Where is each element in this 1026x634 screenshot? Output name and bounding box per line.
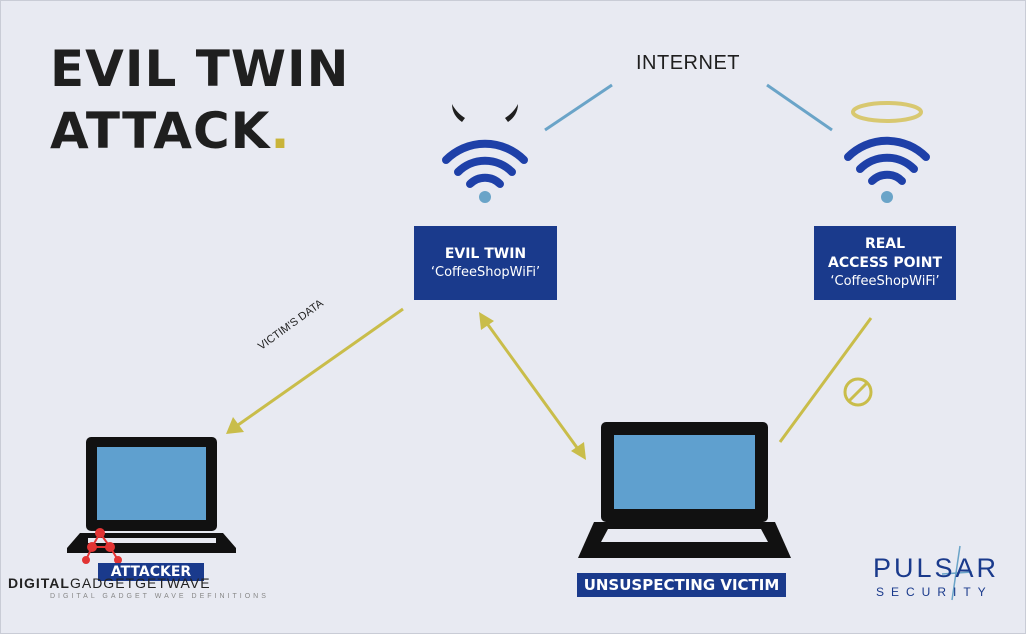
connection-arrow xyxy=(479,312,586,460)
real-ap-wifi-icon xyxy=(844,136,930,185)
halo-icon xyxy=(851,101,923,123)
diagram-title: EVIL TWIN ATTACK. xyxy=(50,38,349,162)
evil-twin-box: EVIL TWIN ‘CoffeeShopWiFi’ xyxy=(414,226,557,300)
internet-label: INTERNET xyxy=(636,52,740,74)
pulsar-logo-name: PULSAR xyxy=(873,553,1000,583)
pulsar-logo-icon xyxy=(941,545,973,601)
watermark-part-2: GADGETGETWAVE xyxy=(69,575,211,591)
watermark-logo-icon xyxy=(82,528,122,564)
blocked-icon xyxy=(843,377,873,407)
attacker-label: ATTACKER xyxy=(98,563,204,581)
evil-twin-title: EVIL TWIN xyxy=(444,245,527,262)
real-ap-title-line-2: ACCESS POINT xyxy=(828,255,942,271)
real-access-point-box: REAL ACCESS POINT ‘CoffeeShopWiFi’ xyxy=(814,226,956,300)
watermark-text: DIGITALGADGETGETWAVE xyxy=(8,575,211,591)
title-dot: . xyxy=(270,102,291,160)
real-ap-ssid: ‘CoffeeShopWiFi’ xyxy=(830,274,940,289)
evil-twin-wifi-icon xyxy=(442,139,528,188)
attacker-laptop-icon xyxy=(67,437,236,553)
victim-laptop-icon xyxy=(578,422,791,558)
victims-data-arrow xyxy=(226,307,404,434)
devil-horns-icon xyxy=(452,104,465,122)
pulsar-logo-tagline: SECURITY xyxy=(876,585,993,599)
title-line-2: ATTACK. xyxy=(50,100,349,162)
title-line-2-text: ATTACK xyxy=(50,102,271,160)
watermark-part-1: DIGITAL xyxy=(8,575,70,591)
title-line-1: EVIL TWIN xyxy=(50,40,350,98)
blocked-connection-line xyxy=(778,317,873,443)
internet-link-real xyxy=(766,83,833,132)
watermark-tagline: DIGITAL GADGET WAVE DEFINITIONS xyxy=(50,593,269,600)
internet-link-evil xyxy=(544,83,613,132)
evil-twin-ssid: ‘CoffeeShopWiFi’ xyxy=(430,264,541,280)
victim-label: UNSUSPECTING VICTIM xyxy=(577,573,786,597)
real-ap-title-line-1: REAL xyxy=(864,236,906,252)
